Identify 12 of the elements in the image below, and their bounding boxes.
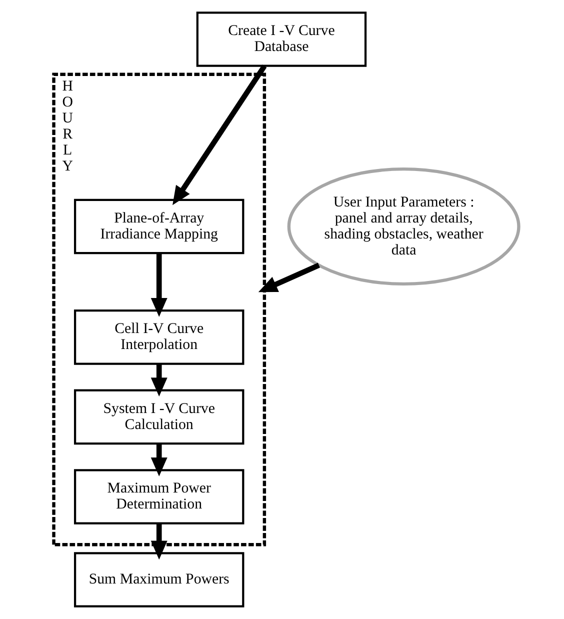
node-box: System I -V Curve Calculation <box>74 389 244 445</box>
node-ellipse: User Input Parameters : panel and array details, shading obstacles, weather data <box>287 167 520 286</box>
arrow <box>150 364 168 397</box>
arrow <box>150 253 168 317</box>
node-box: Plane-of-Array Irradiance Mapping <box>74 198 244 254</box>
node-box: Sum Maximum Powers <box>74 552 244 608</box>
arrow <box>150 444 168 476</box>
arrow <box>150 523 168 560</box>
node-box: Create I -V Curve Database <box>196 12 367 67</box>
node-box: Maximum Power Determination <box>74 469 244 524</box>
node-box: Cell I-V Curve Interpolation <box>74 310 244 365</box>
arrow <box>258 262 320 292</box>
